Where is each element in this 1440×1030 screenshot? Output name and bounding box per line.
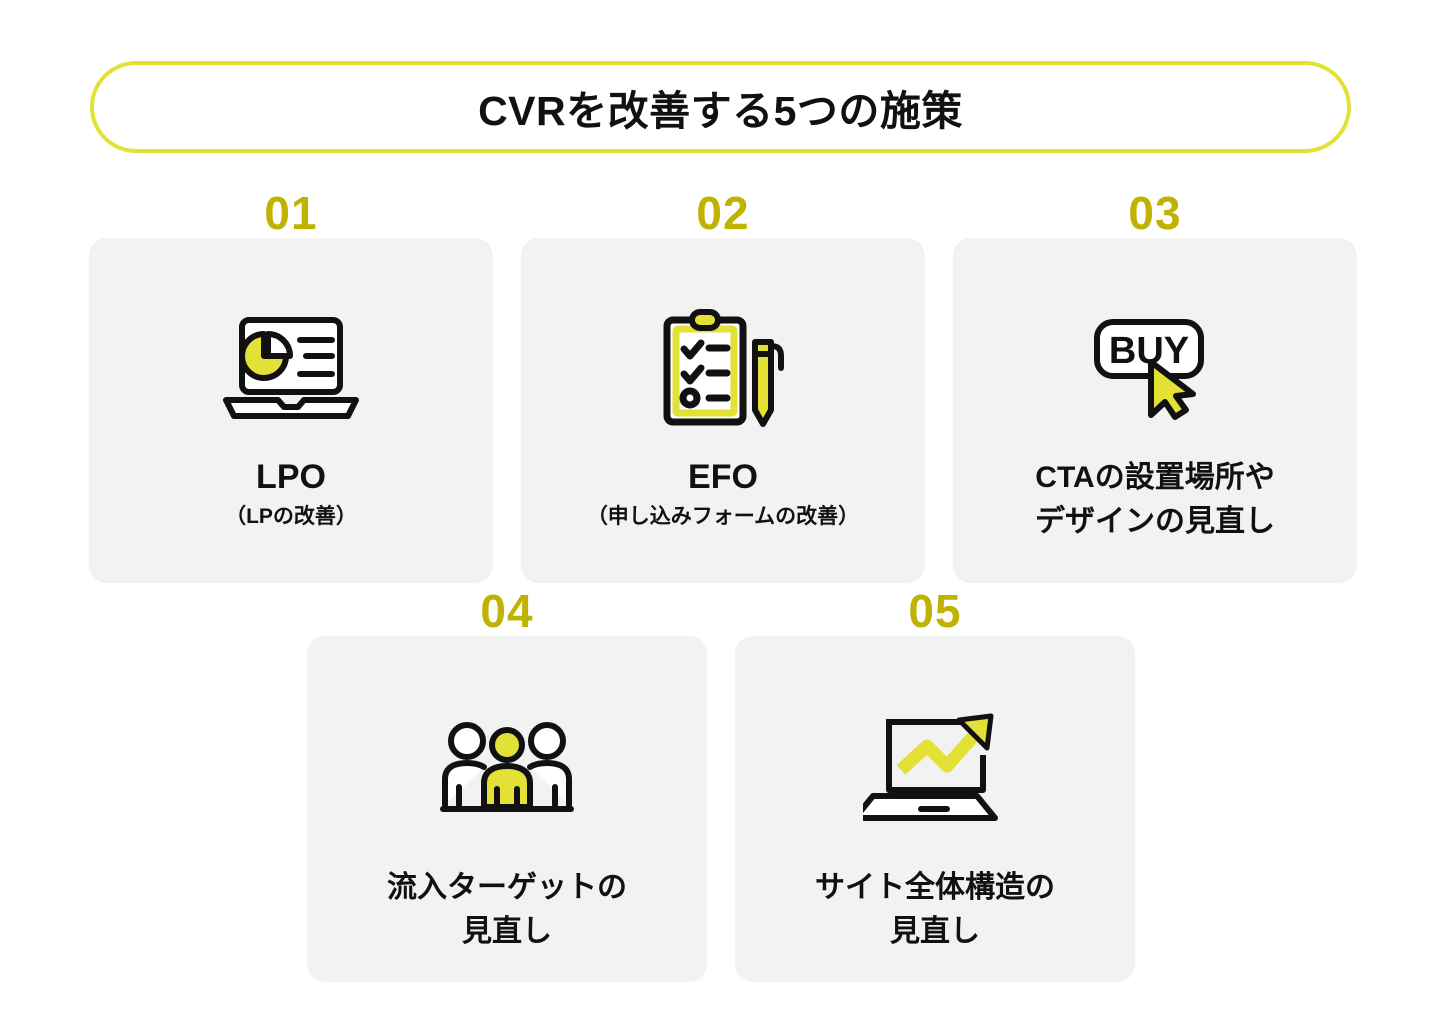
card-body[interactable]: LPO （LPの改善） (89, 238, 493, 583)
three-people-icon (439, 708, 575, 826)
card-label: 流入ターゲットの (387, 871, 627, 904)
card-02[interactable]: 02 (521, 190, 925, 583)
laptop-pie-chart-icon (220, 308, 362, 428)
card-label: サイト全体構造の (815, 871, 1055, 904)
card-sublabel: （申し込みフォームの改善） (586, 504, 860, 528)
card-05[interactable]: 05 サイト全体構造の 見直し (735, 588, 1135, 982)
card-text: 流入ターゲットの 見直し (307, 866, 707, 953)
card-body[interactable]: 流入ターゲットの 見直し (307, 636, 707, 982)
card-text: EFO （申し込みフォームの改善） (521, 456, 925, 530)
card-label-line2: デザインの見直し (1035, 504, 1275, 538)
card-text: LPO （LPの改善） (89, 456, 493, 530)
card-01[interactable]: 01 LPO （LPの改善） (89, 190, 493, 583)
card-label: LPO (256, 458, 326, 496)
card-text: サイト全体構造の 見直し (735, 866, 1135, 953)
card-label: EFO (688, 458, 758, 496)
page-title: CVRを改善する5つの施策 (478, 88, 963, 134)
card-sublabel: （LPの改善） (225, 504, 357, 528)
card-label-line2: 見直し (462, 914, 552, 948)
clipboard-checklist-pen-icon (659, 308, 787, 428)
card-number: 02 (696, 187, 750, 239)
card-number: 01 (264, 187, 318, 239)
card-body[interactable]: EFO （申し込みフォームの改善） (521, 238, 925, 583)
laptop-growth-arrow-icon (863, 708, 1007, 826)
page-title-pill: CVRを改善する5つの施策 (90, 61, 1351, 153)
card-text: CTAの設置場所や デザインの見直し (953, 456, 1357, 543)
card-number: 03 (1128, 187, 1182, 239)
card-body[interactable]: BUY CTAの設置場所や デザインの見直し (953, 238, 1357, 583)
card-row-bottom: 04 (307, 588, 1135, 982)
card-label: CTAの設置場所や (1035, 461, 1275, 494)
buy-button-cursor-icon: BUY (1091, 308, 1219, 428)
card-number: 05 (908, 585, 962, 637)
card-03[interactable]: 03 BUY CTAの設置場所や デザインの見直し (953, 190, 1357, 583)
card-body[interactable]: サイト全体構造の 見直し (735, 636, 1135, 982)
card-label-line2: 見直し (890, 914, 980, 948)
card-04[interactable]: 04 (307, 588, 707, 982)
card-row-top: 01 LPO （LPの改善） (89, 190, 1357, 583)
card-number: 04 (480, 585, 534, 637)
